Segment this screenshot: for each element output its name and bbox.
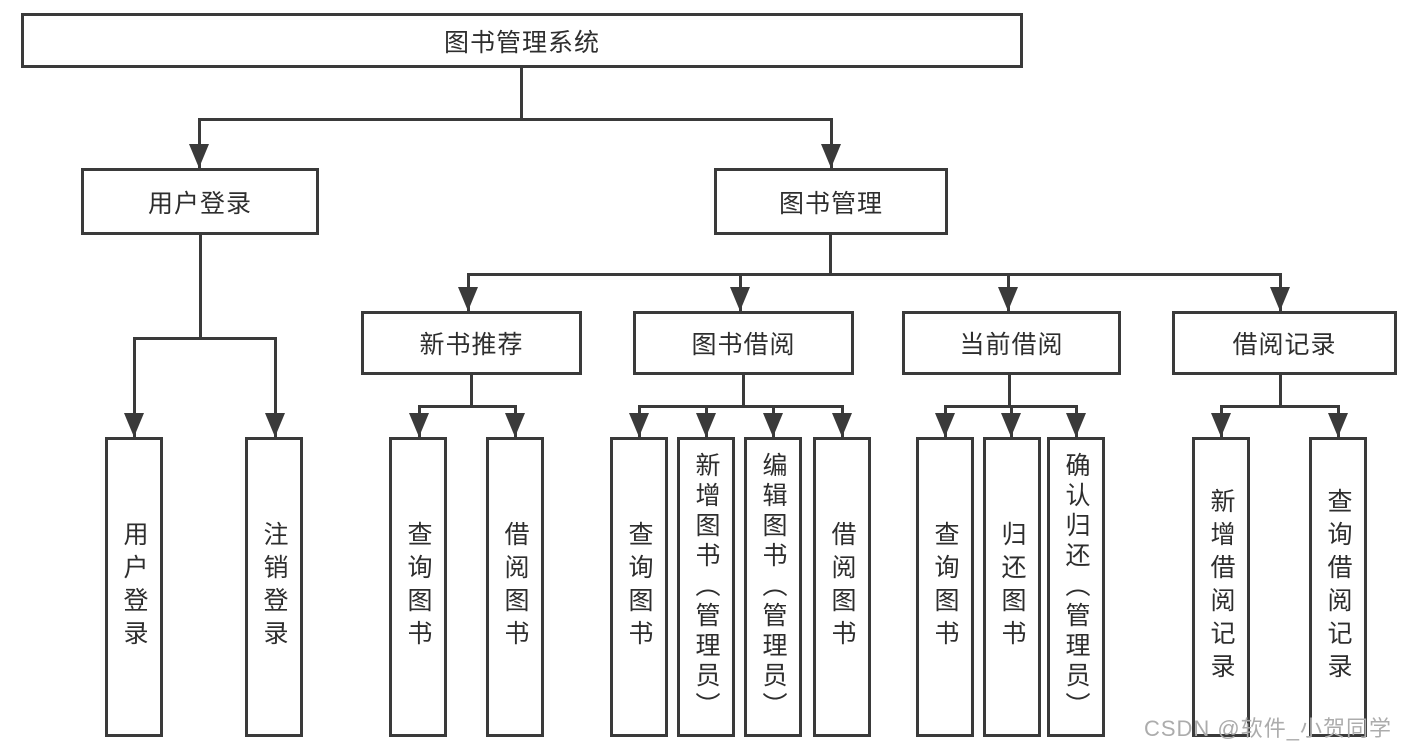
node-borrowing-records: 借阅记录	[1172, 311, 1397, 375]
arrowhead-icon	[696, 413, 716, 437]
node-label: 编辑图书（管理员）	[759, 452, 787, 722]
node-current-borrowing: 当前借阅	[902, 311, 1121, 375]
arrowhead-icon	[1066, 413, 1086, 437]
node-leaf-logout: 注销登录	[245, 437, 303, 737]
node-label: 用户登录	[120, 521, 148, 653]
node-label: 图书管理系统	[443, 28, 600, 57]
arrowhead-icon	[189, 144, 209, 168]
node-label: 注销登录	[260, 521, 288, 653]
node-label: 新书推荐	[419, 331, 524, 359]
node-user-login: 用户登录	[81, 168, 319, 235]
connector-line	[1279, 375, 1282, 405]
arrowhead-icon	[1328, 413, 1348, 437]
arrowhead-icon	[1001, 413, 1021, 437]
watermark: CSDN @软件_小贺同学	[1143, 716, 1392, 741]
node-label: 查询借阅记录	[1324, 488, 1352, 686]
node-leaf-query-books-2: 查询图书	[610, 437, 668, 737]
node-leaf-add-borrow-record: 新增借阅记录	[1192, 437, 1250, 737]
node-label: 当前借阅	[959, 331, 1064, 359]
connector-line	[829, 234, 832, 273]
connector-line	[198, 118, 201, 168]
node-label: 借阅图书	[501, 521, 529, 653]
arrowhead-icon	[458, 287, 478, 311]
arrowhead-icon	[935, 413, 955, 437]
node-leaf-edit-books-admin: 编辑图书（管理员）	[744, 437, 802, 737]
node-label: 查询图书	[404, 521, 432, 653]
arrowhead-icon	[1211, 413, 1231, 437]
arrowhead-icon	[730, 287, 750, 311]
arrowhead-icon	[629, 413, 649, 437]
node-new-book-recommend: 新书推荐	[361, 311, 582, 375]
connector-line	[274, 337, 277, 437]
node-label: 借阅记录	[1232, 331, 1337, 359]
node-leaf-confirm-return-admin: 确认归还（管理员）	[1047, 437, 1105, 737]
node-label: 归还图书	[998, 521, 1026, 653]
node-leaf-query-borrow-record: 查询借阅记录	[1309, 437, 1367, 737]
arrowhead-icon	[265, 413, 285, 437]
node-label: 确认归还（管理员）	[1062, 452, 1090, 722]
node-label: 借阅图书	[828, 521, 856, 653]
connector-line	[638, 405, 843, 408]
connector-line	[470, 375, 473, 405]
node-book-management: 图书管理	[714, 168, 948, 235]
connector-line	[830, 118, 833, 168]
node-label: 图书管理	[778, 189, 883, 218]
node-leaf-query-books-1: 查询图书	[389, 437, 447, 737]
node-leaf-borrow-books-1: 借阅图书	[486, 437, 544, 737]
arrowhead-icon	[832, 413, 852, 437]
node-leaf-user-login: 用户登录	[105, 437, 163, 737]
node-leaf-return-books: 归还图书	[983, 437, 1041, 737]
node-label: 新增图书（管理员）	[692, 452, 720, 722]
connector-line	[467, 273, 1281, 276]
node-leaf-add-books-admin: 新增图书（管理员）	[677, 437, 735, 737]
node-leaf-query-books-3: 查询图书	[916, 437, 974, 737]
node-book-borrowing: 图书借阅	[633, 311, 854, 375]
arrowhead-icon	[409, 413, 429, 437]
node-label: 新增借阅记录	[1207, 488, 1235, 686]
arrowhead-icon	[998, 287, 1018, 311]
connector-line	[520, 68, 523, 118]
arrowhead-icon	[821, 144, 841, 168]
node-label: 图书借阅	[691, 331, 796, 359]
node-leaf-borrow-books-2: 借阅图书	[813, 437, 871, 737]
node-root-system: 图书管理系统	[21, 13, 1023, 68]
node-label: 查询图书	[931, 521, 959, 653]
node-label: 用户登录	[147, 189, 252, 218]
connector-line	[1220, 405, 1339, 408]
arrowhead-icon	[124, 413, 144, 437]
arrowhead-icon	[1270, 287, 1290, 311]
connector-line	[198, 118, 832, 121]
arrowhead-icon	[763, 413, 783, 437]
connector-line	[133, 337, 136, 437]
arrowhead-icon	[505, 413, 525, 437]
connector-line	[133, 337, 276, 340]
connector-line	[1008, 375, 1011, 405]
connector-line	[199, 234, 202, 337]
connector-line	[742, 375, 745, 405]
node-label: 查询图书	[625, 521, 653, 653]
connector-line	[418, 405, 516, 408]
